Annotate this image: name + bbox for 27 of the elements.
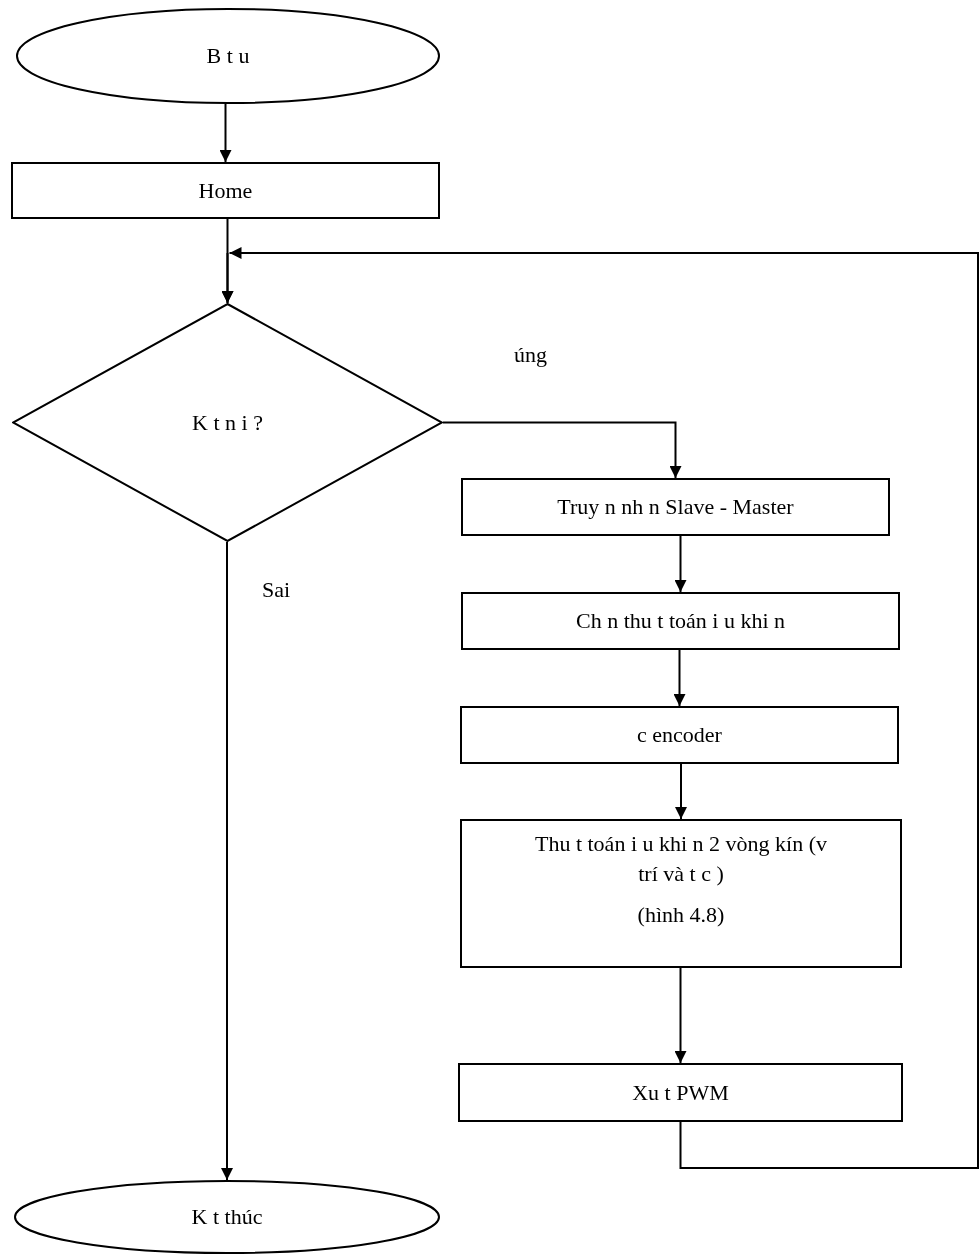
decision-diamond [12, 303, 443, 542]
arrow [674, 535, 687, 593]
process-box [460, 819, 902, 968]
node-text: K t thúc [191, 1203, 263, 1232]
node-text: Thu t toán i u khi n 2 vòng kín (v trí và t c ) [533, 830, 829, 888]
node-text: K t n i ? [192, 408, 263, 437]
node-text: Ch n thu t toán i u khi n [576, 607, 785, 636]
process-box [461, 478, 890, 536]
terminal-ellipse [16, 8, 440, 104]
node-text: Truy n nh n Slave - Master [557, 493, 794, 522]
arrow [219, 103, 232, 163]
arrow [674, 967, 687, 1064]
process-box [458, 1063, 903, 1122]
node-text: c encoder [637, 721, 722, 750]
process-box [460, 706, 899, 764]
arrow [221, 541, 233, 1181]
terminal-ellipse [14, 1180, 440, 1254]
node-text: B t u [206, 42, 250, 71]
arrow [442, 421, 682, 479]
node-text: Home [198, 176, 253, 205]
arrow [673, 649, 686, 707]
arrow [221, 247, 979, 1169]
node-text: (hình 4.8) [637, 901, 725, 930]
node-text: Xu t PWM [632, 1078, 729, 1107]
process-box [11, 162, 440, 219]
process-box [461, 592, 900, 650]
arrow [675, 763, 687, 820]
